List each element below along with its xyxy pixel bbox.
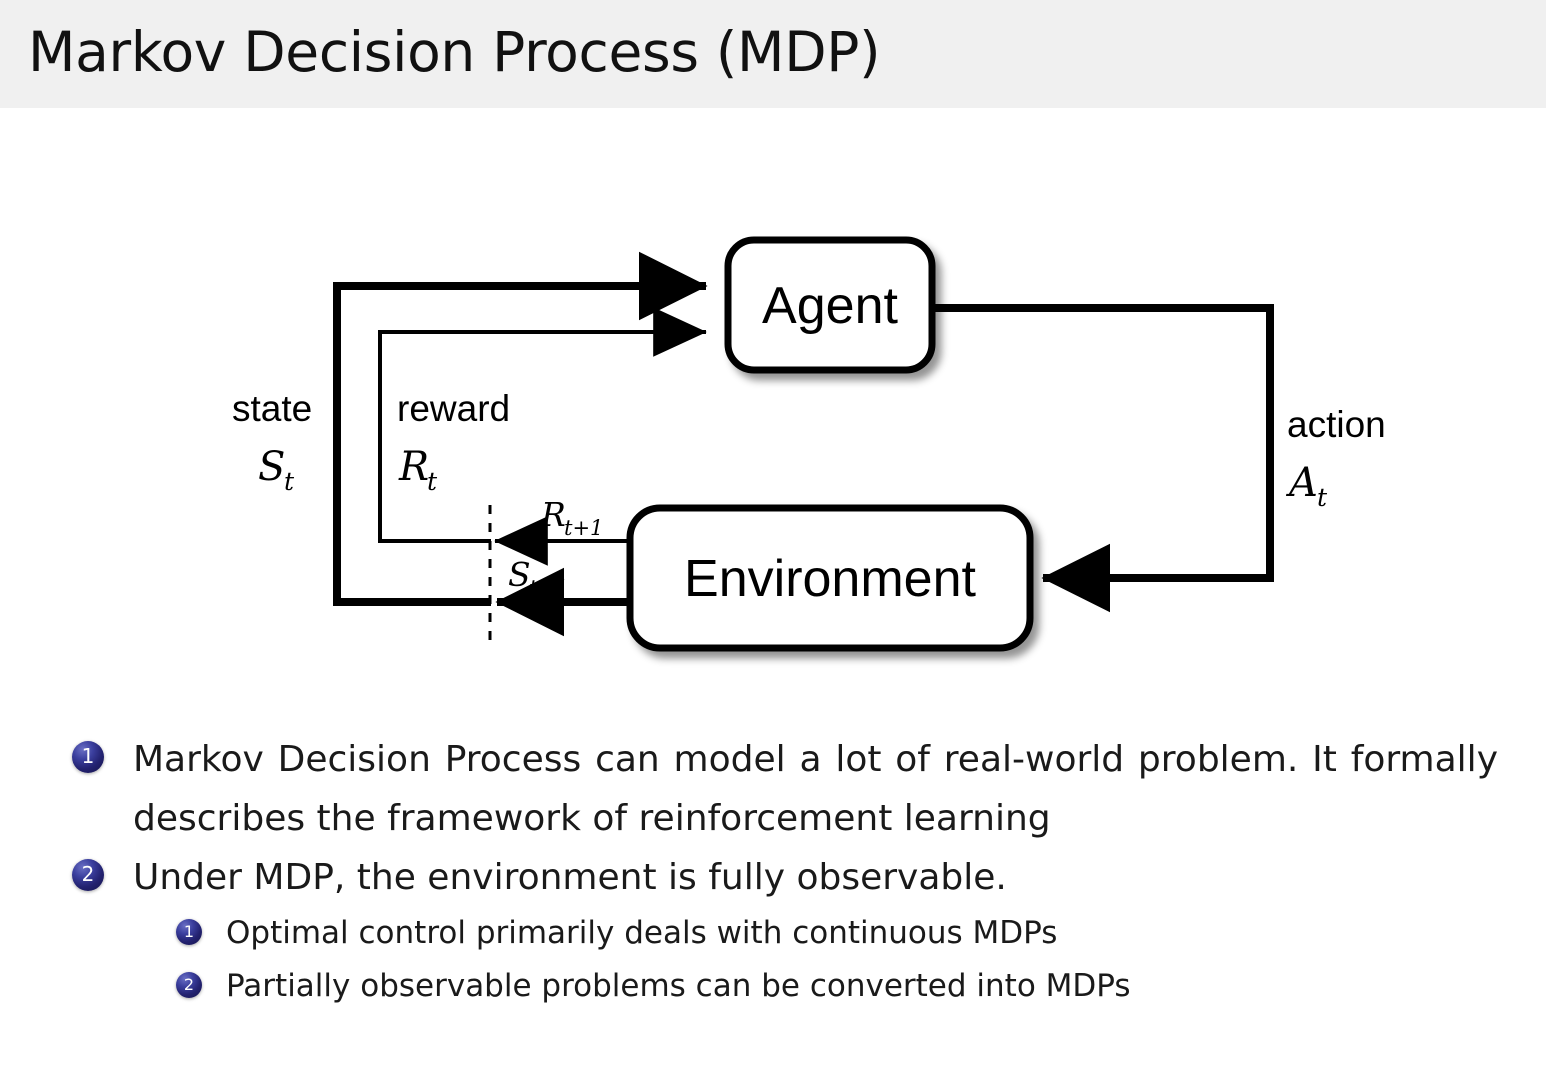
bullet-list: 1 Markov Decision Process can model a lo… bbox=[0, 730, 1546, 1013]
reward-symbol-subscript: t bbox=[427, 467, 438, 496]
sub-list-item-text: Optimal control primarily deals with con… bbox=[226, 915, 1058, 951]
agent-node[interactable]: Agent bbox=[724, 236, 936, 374]
list-item[interactable]: 2 Under MDP, the environment is fully ob… bbox=[0, 848, 1546, 907]
next-state-subscript: t+1 bbox=[529, 576, 568, 600]
action-word-label: action bbox=[1287, 404, 1386, 445]
bullet-badge-1: 1 bbox=[72, 741, 104, 773]
mdp-diagram: Agent Environment state S t reward R t a… bbox=[0, 108, 1546, 700]
sub-bullet-badge-2: 2 bbox=[176, 972, 202, 998]
state-symbol: S bbox=[258, 444, 285, 490]
sub-list-item[interactable]: 2 Partially observable problems can be c… bbox=[0, 960, 1546, 1013]
action-path bbox=[932, 304, 1274, 613]
action-symbol: A bbox=[1285, 460, 1318, 506]
slide-header-bar: Markov Decision Process (MDP) bbox=[0, 0, 1546, 108]
reward-word-label: reward bbox=[397, 388, 510, 429]
sub-bullet-badge-1: 1 bbox=[176, 919, 202, 945]
agent-label: Agent bbox=[762, 277, 898, 335]
state-symbol-subscript: t bbox=[284, 467, 295, 496]
list-item[interactable]: 1 Markov Decision Process can model a lo… bbox=[0, 730, 1546, 848]
next-reward-symbol: R bbox=[540, 495, 566, 534]
action-symbol-subscript: t bbox=[1317, 483, 1328, 512]
agent-environment-loop-svg: Agent Environment state S t reward R t a… bbox=[232, 236, 1386, 652]
agent-box[interactable] bbox=[724, 236, 936, 374]
page-title: Markov Decision Process (MDP) bbox=[28, 20, 881, 84]
reward-symbol: R bbox=[398, 444, 429, 490]
list-item-text: Under MDP, the environment is fully obse… bbox=[133, 857, 1007, 898]
list-item-text: Markov Decision Process can model a lot … bbox=[133, 739, 1498, 839]
environment-box[interactable] bbox=[626, 504, 1034, 652]
sub-list-item[interactable]: 1 Optimal control primarily deals with c… bbox=[0, 907, 1546, 960]
reward-feedback-path bbox=[378, 307, 707, 543]
environment-node[interactable]: Environment bbox=[626, 504, 1034, 652]
state-word-label: state bbox=[232, 388, 312, 429]
next-state-symbol: S bbox=[508, 555, 531, 594]
sub-list-item-text: Partially observable problems can be con… bbox=[226, 968, 1131, 1004]
state-feedback-path bbox=[333, 251, 708, 606]
bullet-badge-2: 2 bbox=[72, 859, 104, 891]
environment-label: Environment bbox=[684, 550, 976, 608]
next-reward-subscript: t+1 bbox=[564, 516, 603, 540]
